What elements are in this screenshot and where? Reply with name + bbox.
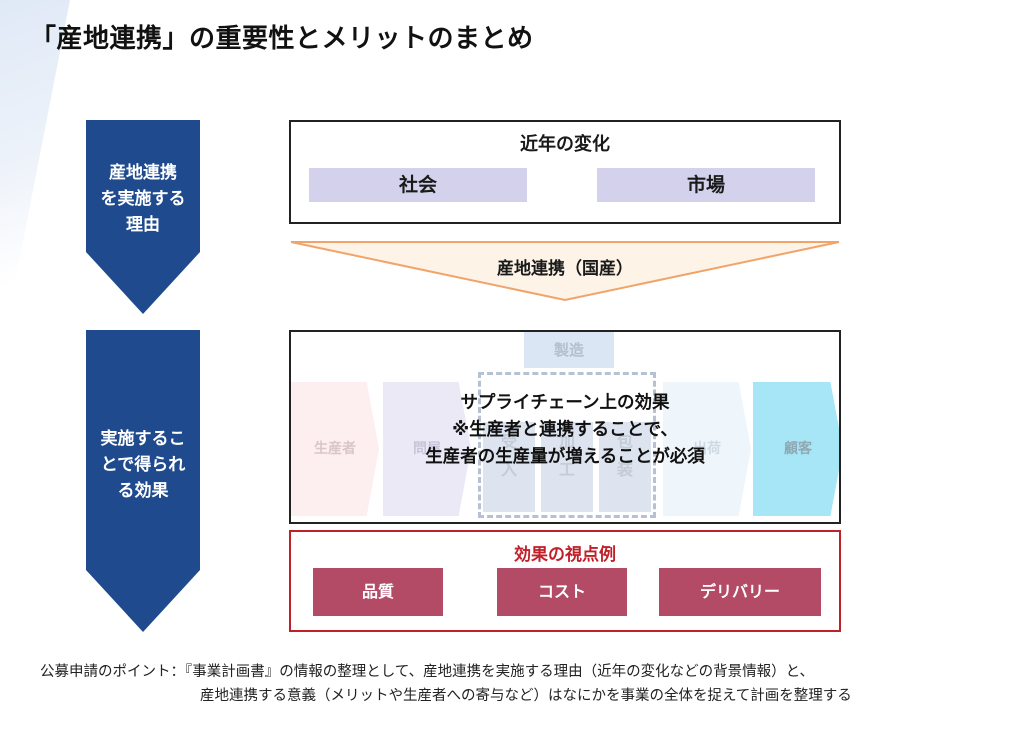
effect-arrow-label: 実施するこ とで得られ る効果	[100, 429, 186, 501]
stage-wholesaler: 問屋	[383, 382, 471, 516]
page-title: 「産地連携」の重要性とメリットのまとめ	[30, 24, 534, 54]
reason-arrow: 産地連携 を実施する 理由	[86, 120, 200, 314]
sub-packaging: 包 装	[599, 422, 651, 512]
footer-line-2: 産地連携する意義（メリットや生産者への寄与など）はなにかを事業の全体を捉えて計画…	[200, 688, 852, 704]
recent-changes-box: 近年の変化 社会 市場	[289, 120, 841, 224]
funnel-triangle	[290, 241, 840, 302]
recent-changes-title: 近年の変化	[520, 134, 610, 155]
funnel: 産地連携（国産）	[289, 240, 841, 302]
effects-title: 効果の視点例	[514, 545, 616, 565]
funnel-label: 産地連携（国産）	[497, 259, 633, 279]
effect-arrow: 実施するこ とで得られ る効果	[86, 330, 200, 632]
stage-customer: 顧客	[753, 382, 839, 516]
effect-cost: コスト	[497, 568, 627, 616]
sub-processing: 加 工	[541, 422, 593, 512]
effect-quality: 品質	[313, 568, 443, 616]
supply-chain-effect-text: サプライチェーン上の効果 ※生産者と連携することで、 生産者の生産量が増えること…	[291, 390, 839, 471]
overlay-line-2: ※生産者と連携することで、	[452, 420, 678, 440]
overlay-line-1: サプライチェーン上の効果	[460, 393, 670, 413]
footer-line-1: 公募申請のポイント：『事業計画書』の情報の整理として、産地連携を実施する理由（近…	[40, 664, 815, 680]
tag-society: 社会	[309, 168, 527, 202]
stage-producer: 生産者	[291, 382, 379, 516]
tag-market: 市場	[597, 168, 815, 202]
supply-chain-box: 製造 生産者 問屋 受 入 加 工 包 装 出荷 顧客 サプライチェーン上の効果…	[289, 330, 841, 524]
stage-shipping: 出荷	[663, 382, 751, 516]
manufacturing-dashed-frame	[478, 372, 656, 518]
reason-arrow-label: 産地連携 を実施する 理由	[100, 163, 186, 235]
footer-note: 公募申請のポイント：『事業計画書』の情報の整理として、産地連携を実施する理由（近…	[40, 660, 1000, 708]
overlay-line-3: 生産者の生産量が増えることが必須	[425, 447, 705, 467]
manufacturing-tag: 製造	[524, 332, 614, 368]
effects-box: 効果の視点例 品質 コスト デリバリー	[289, 530, 841, 632]
effect-delivery: デリバリー	[659, 568, 821, 616]
sub-receiving: 受 入	[483, 422, 535, 512]
